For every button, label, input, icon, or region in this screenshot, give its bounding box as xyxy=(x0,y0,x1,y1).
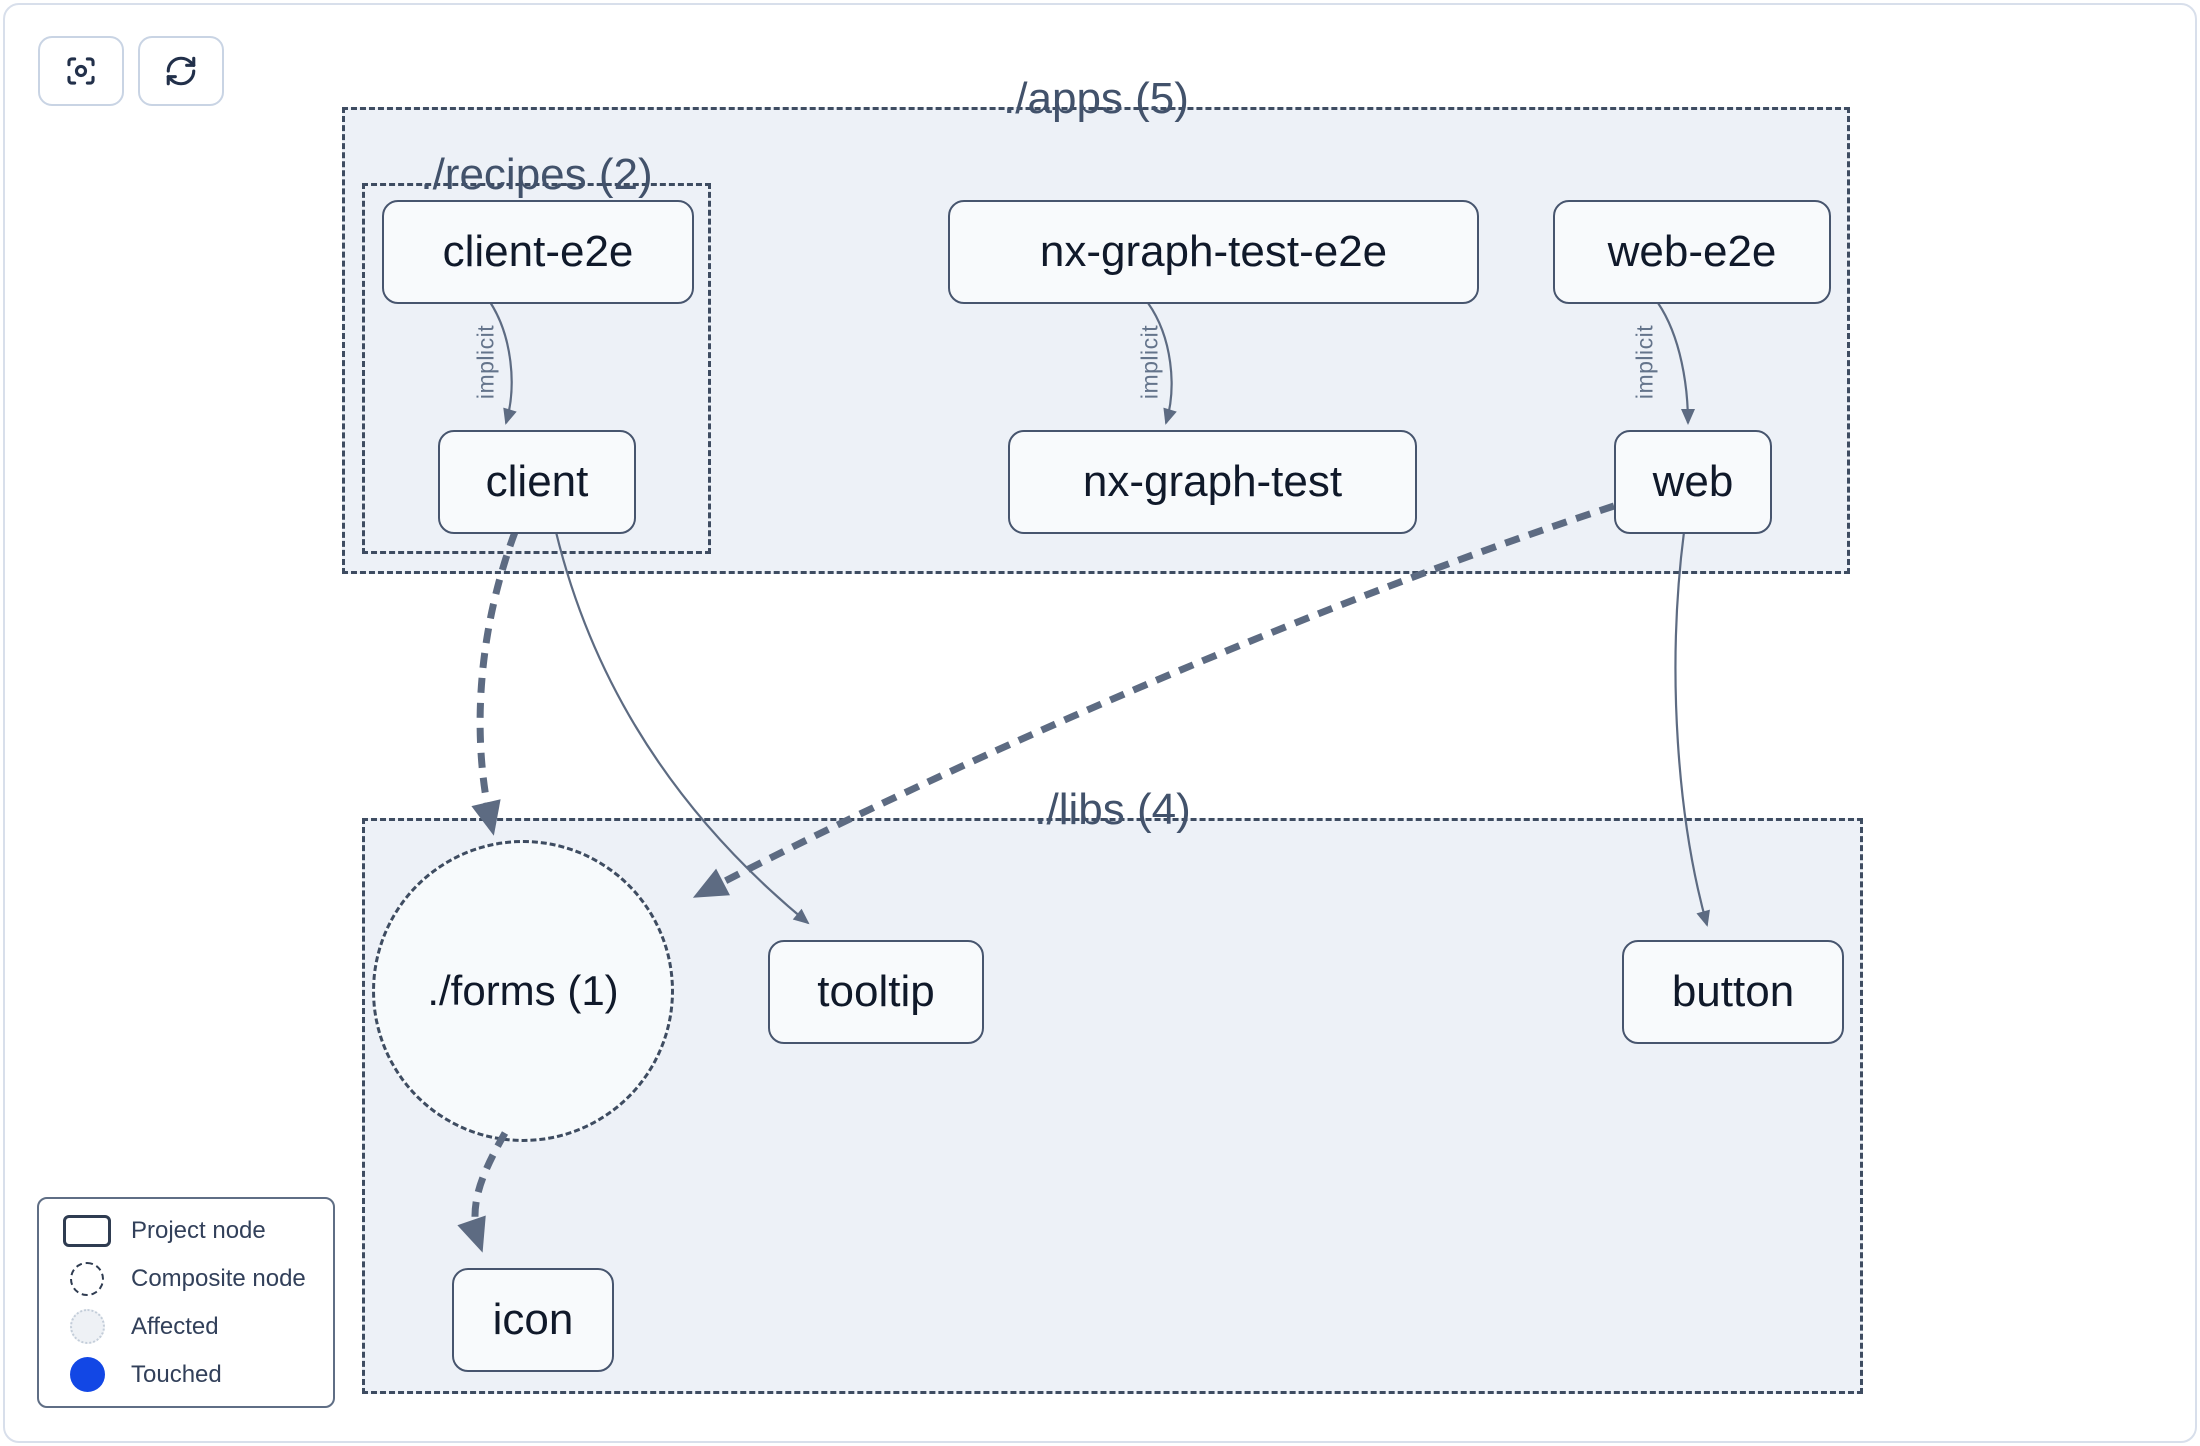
affected-icon xyxy=(69,1309,105,1344)
legend-label: Affected xyxy=(131,1312,219,1340)
project-node-web[interactable]: web xyxy=(1614,430,1772,534)
project-node-nx-graph-test-e2e[interactable]: nx-graph-test-e2e xyxy=(948,200,1479,304)
project-node-label: client xyxy=(485,457,589,506)
composite-node-forms-label: ./forms (1) xyxy=(427,967,619,1014)
legend-label: Touched xyxy=(131,1360,222,1388)
touched-icon xyxy=(69,1357,105,1392)
edge-nx-graph-test-e2e-to-nx-graph-test xyxy=(1147,302,1177,425)
legend-item-affected: Affected xyxy=(39,1303,333,1351)
project-node-label: client-e2e xyxy=(442,227,634,276)
project-node-label: icon xyxy=(492,1295,574,1344)
project-node-nx-graph-test[interactable]: nx-graph-test xyxy=(1008,430,1417,534)
project-node-button[interactable]: button xyxy=(1622,940,1844,1044)
refresh-icon xyxy=(166,56,196,86)
project-node-label: button xyxy=(1671,967,1795,1016)
edge-web-to-forms xyxy=(692,502,1616,898)
project-node-icon[interactable]: icon xyxy=(452,1268,614,1372)
legend-item-touched: Touched xyxy=(39,1351,333,1399)
edge-forms-to-icon xyxy=(457,1131,509,1253)
refresh-graph-button[interactable] xyxy=(138,36,224,106)
legend-label: Composite node xyxy=(131,1264,306,1292)
project-node-label: web-e2e xyxy=(1607,227,1777,276)
composite-node-forms[interactable]: ./forms (1) xyxy=(372,840,674,1142)
edge-web-e2e-to-web xyxy=(1657,302,1695,425)
edge-client-to-forms xyxy=(471,530,519,836)
center-graph-button[interactable] xyxy=(38,36,124,106)
project-node-client[interactable]: client xyxy=(438,430,636,534)
composite-node-icon xyxy=(70,1261,104,1296)
project-node-tooltip[interactable]: tooltip xyxy=(768,940,984,1044)
project-node-icon xyxy=(63,1214,111,1247)
legend-item-project-node: Project node xyxy=(39,1207,333,1255)
project-node-web-e2e[interactable]: web-e2e xyxy=(1553,200,1831,304)
project-node-client-e2e[interactable]: client-e2e xyxy=(382,200,694,304)
edge-web-to-button xyxy=(1674,531,1710,927)
legend: Project node Composite node Affected Tou… xyxy=(37,1197,335,1408)
edge-client-to-tooltip xyxy=(554,531,810,925)
project-node-label: tooltip xyxy=(817,967,935,1016)
legend-label: Project node xyxy=(131,1216,266,1244)
legend-item-composite-node: Composite node xyxy=(39,1255,333,1303)
focus-icon xyxy=(67,57,95,85)
project-node-label: web xyxy=(1652,457,1734,506)
project-node-label: nx-graph-test xyxy=(1082,457,1343,506)
edge-client-e2e-to-client xyxy=(489,301,517,425)
project-node-label: nx-graph-test-e2e xyxy=(1039,227,1388,276)
